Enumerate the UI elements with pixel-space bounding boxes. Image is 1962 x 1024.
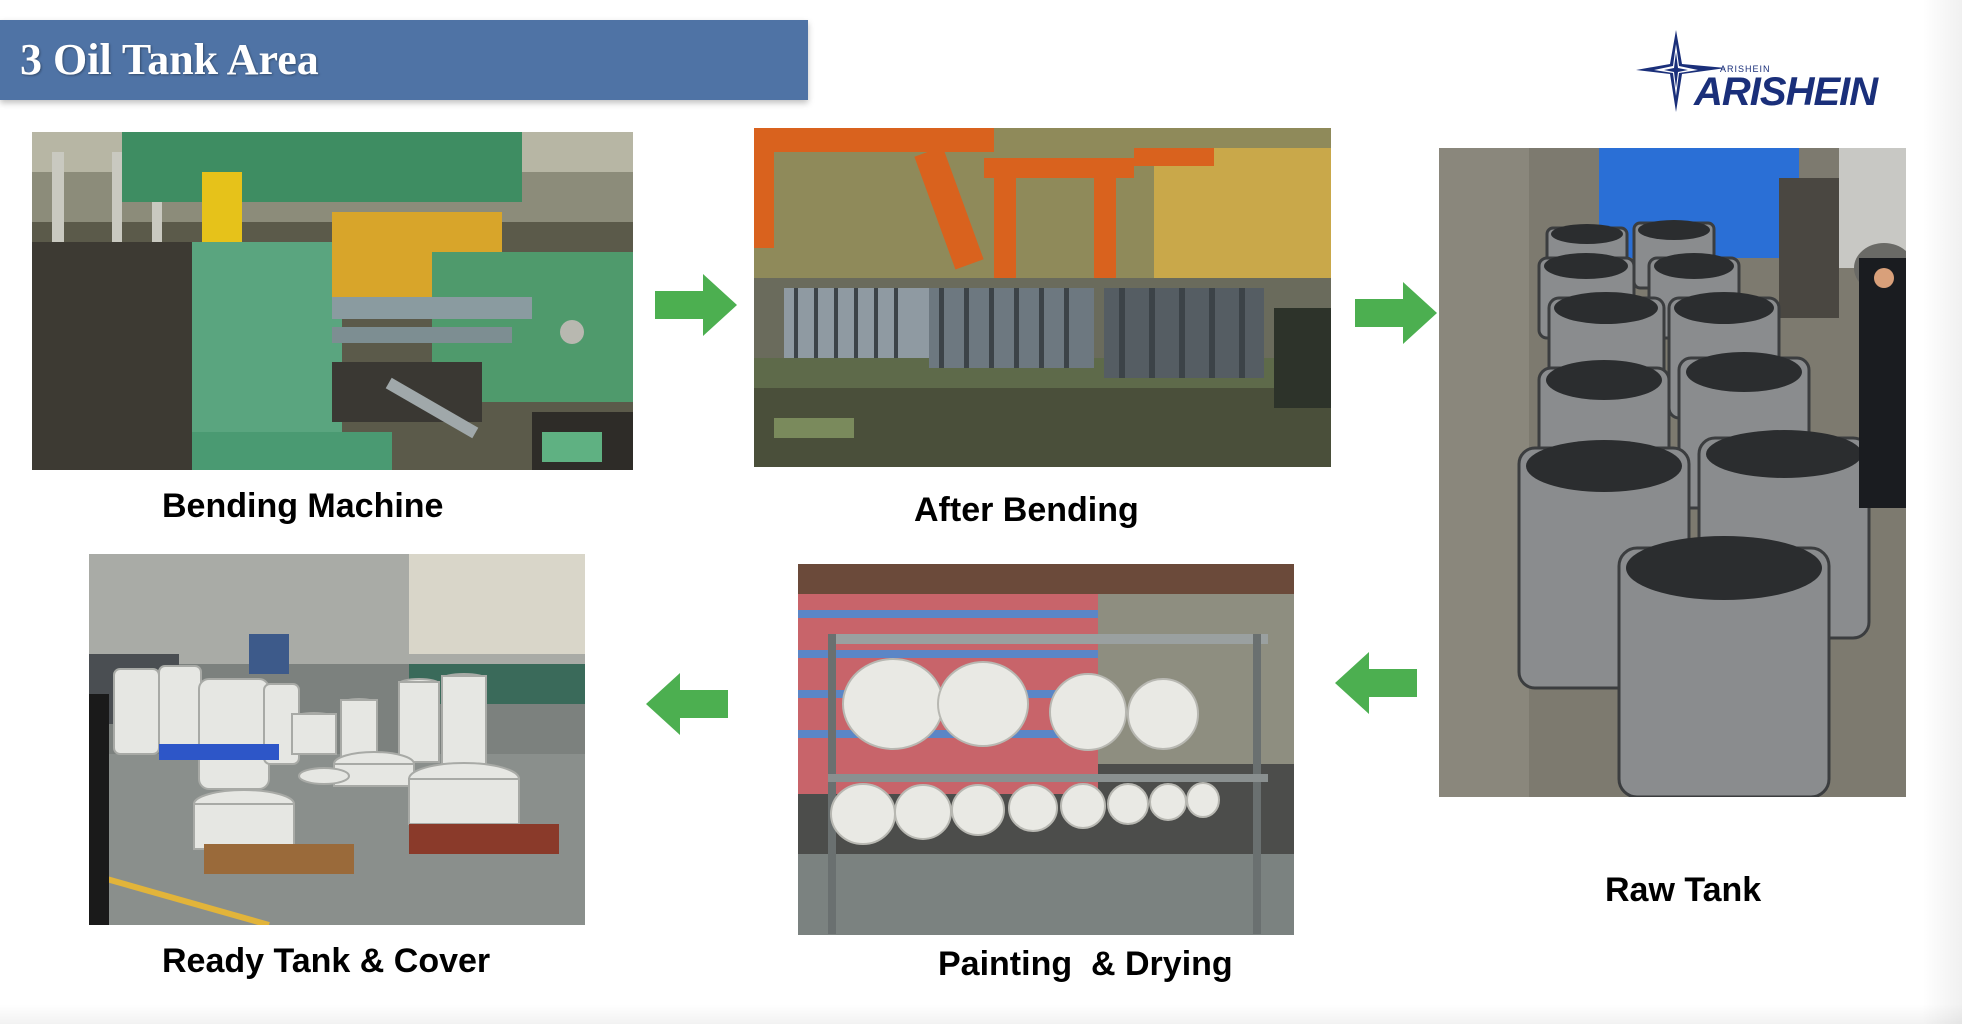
bending-machine-photo: [32, 132, 633, 470]
right-arrow-icon: [1355, 282, 1437, 344]
caption-raw-tank: Raw Tank: [1605, 871, 1762, 909]
caption-painting-drying: Painting & Drying: [938, 945, 1233, 983]
left-arrow-icon: [646, 673, 728, 735]
raw-tank-photo: [1439, 148, 1906, 797]
right-arrow-icon: [655, 274, 737, 336]
star-logo-icon: [1636, 30, 1726, 112]
logo-small-text: ARISHEIN: [1720, 64, 1771, 74]
page-title: 3 Oil Tank Area: [20, 35, 319, 84]
left-arrow-icon: [1335, 652, 1417, 714]
title-bar: 3 Oil Tank Area: [0, 20, 808, 100]
caption-after-bending: After Bending: [914, 491, 1139, 529]
slide-bottom-shadow: [0, 1004, 1962, 1024]
ready-tank-cover-photo: [89, 554, 585, 925]
slide-right-shadow: [1922, 0, 1962, 1024]
logo-brand-text: ARISHEIN: [1694, 70, 1878, 114]
caption-ready-tank-cover: Ready Tank & Cover: [162, 942, 491, 980]
arishein-logo: ARISHEIN ARISHEIN: [1636, 30, 1916, 112]
caption-bending-machine: Bending Machine: [162, 487, 444, 525]
painting-drying-photo: [798, 564, 1294, 935]
after-bending-photo: [754, 128, 1331, 467]
